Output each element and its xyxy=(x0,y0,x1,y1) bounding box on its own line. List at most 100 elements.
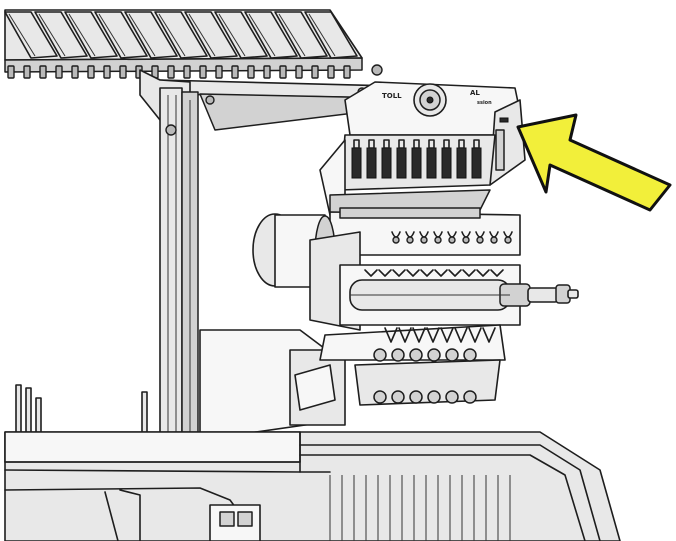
thread-guide-cap xyxy=(443,139,450,149)
rail-blade xyxy=(244,11,298,59)
rail-tooth xyxy=(55,65,63,79)
thread-guide-cap xyxy=(368,139,375,149)
thread-guide xyxy=(441,147,452,179)
thread-guide-cap xyxy=(413,139,420,149)
rail-blade xyxy=(34,11,88,59)
rail-tooth xyxy=(215,65,223,79)
cylinder-tooth xyxy=(392,269,406,277)
rail-tooth xyxy=(119,65,127,79)
presser-hook xyxy=(412,327,426,343)
rail-blade-edge xyxy=(158,13,186,57)
rail-blade-edge xyxy=(98,13,126,57)
machine-base xyxy=(4,431,621,541)
thread-guide xyxy=(381,147,392,179)
thread-guide xyxy=(426,147,437,179)
rail-blade xyxy=(304,11,358,59)
cylinder-tooth xyxy=(490,269,504,277)
presser-ball-lower xyxy=(463,390,477,404)
take-up-eye xyxy=(434,236,442,244)
presser-hook xyxy=(440,327,454,343)
rail-tooth xyxy=(295,65,303,79)
cylinder-tooth xyxy=(378,269,392,277)
take-up-eye xyxy=(420,236,428,244)
rail-blade-edge xyxy=(68,13,96,57)
cylinder-tooth xyxy=(420,269,434,277)
rail-blade-edge xyxy=(128,13,156,57)
rail-tooth xyxy=(279,65,287,79)
needle-bar-cylinder xyxy=(339,264,579,326)
presser-ball-lower xyxy=(409,390,423,404)
rail-tooth xyxy=(199,65,207,79)
rail-blade xyxy=(214,11,268,59)
rail-blade xyxy=(274,11,328,59)
thread-guide-cap xyxy=(353,139,360,149)
presser-ball-lower xyxy=(445,390,459,404)
presser-hook xyxy=(468,327,482,343)
presser-ball-upper xyxy=(409,348,423,362)
rail-blade xyxy=(4,11,58,59)
take-up-eye xyxy=(462,236,470,244)
thread-guide xyxy=(456,147,467,179)
rail-blade xyxy=(64,11,118,59)
presser-hook xyxy=(384,327,398,343)
thread-guide xyxy=(351,147,362,179)
support-plate xyxy=(199,329,346,441)
rail-tooth xyxy=(247,65,255,79)
take-up-eye xyxy=(476,236,484,244)
rail-blade-edge xyxy=(308,13,336,57)
thread-guide xyxy=(366,147,377,179)
thread-guide-cap xyxy=(428,139,435,149)
model-sub-label: ssion xyxy=(477,100,492,106)
presser-ball-lower xyxy=(373,390,387,404)
rail-tooth xyxy=(71,65,79,79)
rail-tooth xyxy=(183,65,191,79)
model-label: AL xyxy=(470,89,480,97)
presser-ball-upper xyxy=(463,348,477,362)
presser-hook xyxy=(454,327,468,343)
top-needle-rail xyxy=(4,9,363,79)
head-body: TOLL AL ssion xyxy=(319,81,526,216)
rail-blade-edge xyxy=(188,13,216,57)
presser-hook xyxy=(398,327,412,343)
rail-blade xyxy=(124,11,178,59)
presser-ball-lower xyxy=(427,390,441,404)
thread-guide-cap xyxy=(383,139,390,149)
rail-tooth xyxy=(263,65,271,79)
presser-ball-upper xyxy=(391,348,405,362)
thread-guide-cap xyxy=(398,139,405,149)
cylinder-tooth xyxy=(448,269,462,277)
cylinder-tooth xyxy=(364,269,378,277)
presser-ball-upper xyxy=(373,348,387,362)
rail-tooth xyxy=(87,65,95,79)
cylinder-tooth xyxy=(434,269,448,277)
presser-hook xyxy=(426,327,440,343)
presser-ball-upper xyxy=(427,348,441,362)
cylinder-tooth xyxy=(406,269,420,277)
rail-tooth xyxy=(103,65,111,79)
thread-guide-cap xyxy=(458,139,465,149)
rail-tooth xyxy=(343,65,351,79)
take-up-eye xyxy=(392,236,400,244)
presser-ball-upper xyxy=(445,348,459,362)
rail-blade xyxy=(154,11,208,59)
thread-guide xyxy=(396,147,407,179)
cylinder-tooth xyxy=(462,269,476,277)
rail-blade-edge xyxy=(38,13,66,57)
rail-tooth xyxy=(39,65,47,79)
take-up-eye xyxy=(504,236,512,244)
rail-blade-edge xyxy=(8,13,36,57)
rail-tooth xyxy=(23,65,31,79)
rail-tooth xyxy=(167,65,175,79)
rail-blade-edge xyxy=(248,13,276,57)
thread-guide xyxy=(471,147,482,179)
rail-tooth xyxy=(311,65,319,79)
rail-tooth xyxy=(231,65,239,79)
take-up-eye xyxy=(490,236,498,244)
presser-ball-lower xyxy=(391,390,405,404)
rail-blade-edge xyxy=(278,13,306,57)
rail-blade xyxy=(94,11,148,59)
thread-guide xyxy=(411,147,422,179)
thread-guide-cap xyxy=(473,139,480,149)
